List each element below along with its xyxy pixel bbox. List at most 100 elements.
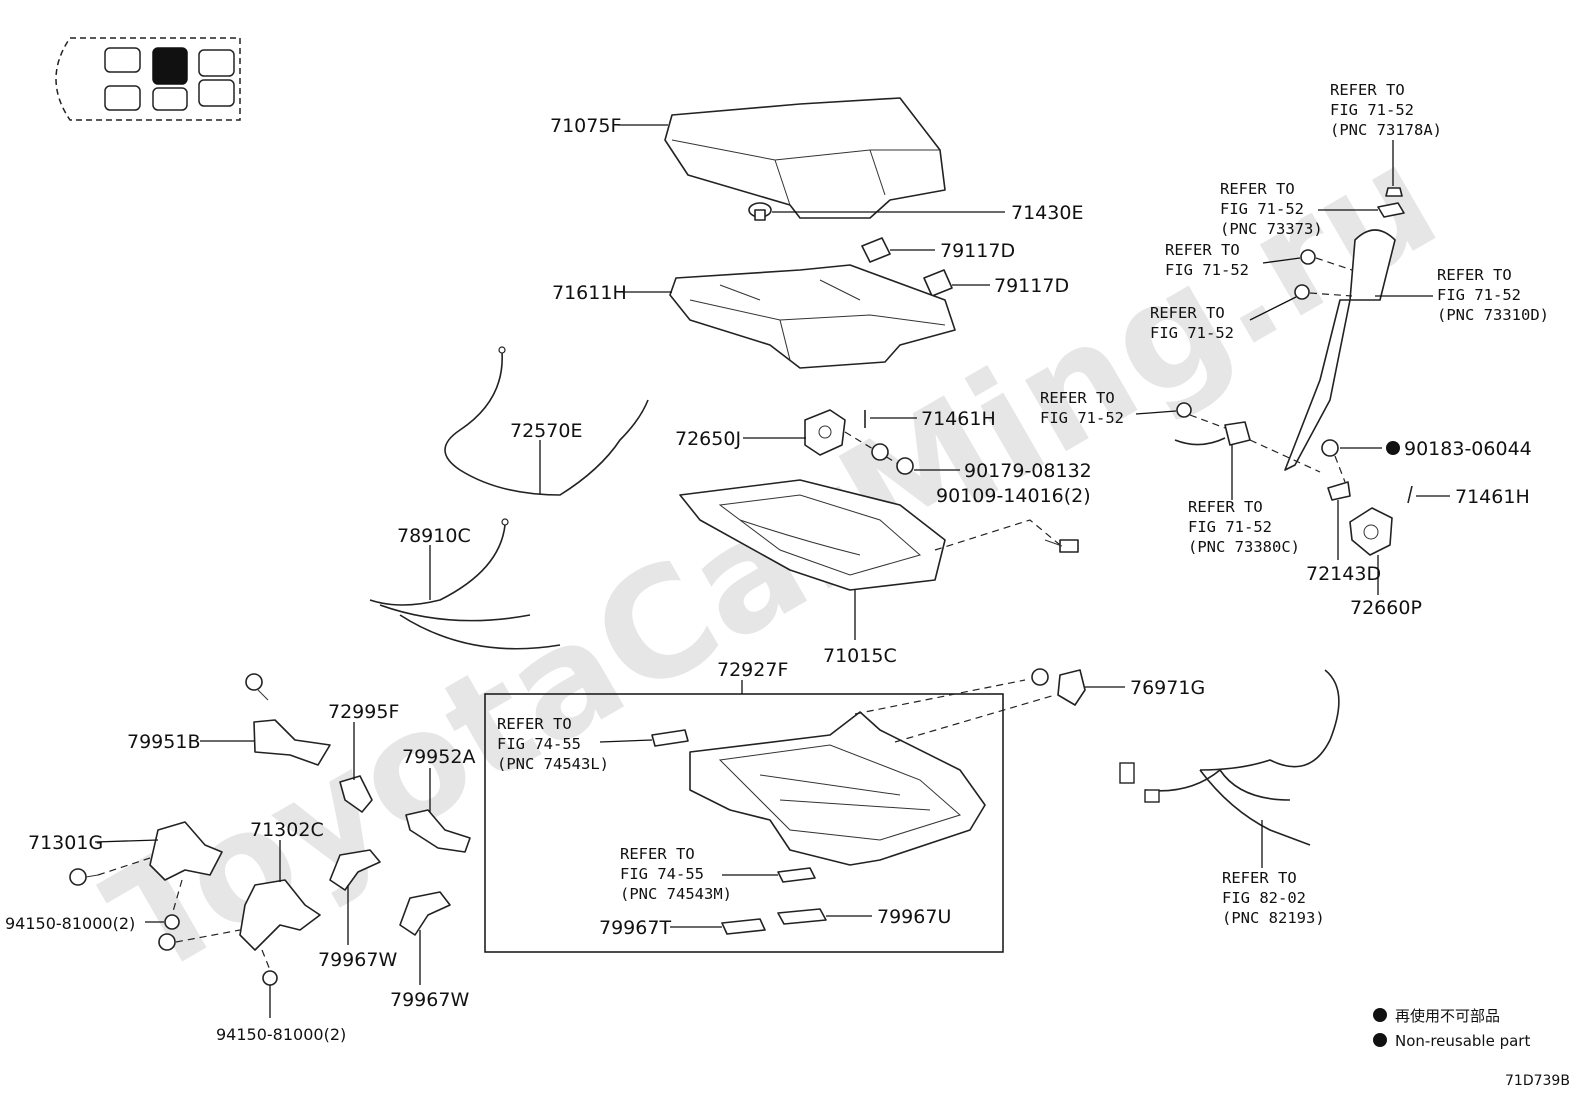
cover-79952A-part[interactable] — [405, 809, 471, 853]
cable-72570E-part[interactable] — [444, 346, 649, 496]
cover-79967W-a-part[interactable] — [329, 849, 381, 891]
label-72650J[interactable]: 72650J — [675, 428, 741, 450]
plate-73373-part[interactable] — [1377, 202, 1405, 218]
ref-71-52-c[interactable]: REFER TO FIG 71-52 — [1040, 389, 1124, 427]
label-71301G[interactable]: 71301G — [28, 832, 103, 854]
label-72570E[interactable]: 72570E — [510, 420, 582, 442]
label-79967W-b[interactable]: 79967W — [390, 989, 469, 1011]
bracket-71301G-part[interactable] — [149, 821, 223, 881]
legend-jp: 再使用不可部品 — [1395, 1007, 1500, 1025]
clip-73178A-part[interactable] — [1385, 187, 1403, 197]
label-79117D-a[interactable]: 79117D — [940, 240, 1015, 262]
pad-74543M-part[interactable] — [777, 867, 816, 883]
label-71461H-a[interactable]: 71461H — [921, 408, 996, 430]
ref-74543L[interactable]: REFER TO FIG 74-55 (PNC 74543L) — [497, 715, 609, 773]
dash-76971G-b — [894, 694, 1056, 743]
pad-79967T-part[interactable] — [721, 918, 766, 935]
pad-79117D-b-part[interactable] — [923, 269, 953, 297]
label-79967U[interactable]: 79967U — [877, 906, 951, 928]
label-72995F[interactable]: 72995F — [328, 701, 399, 723]
svg-text:FIG 71-52: FIG 71-52 — [1150, 324, 1234, 342]
bolt-71302C-part[interactable] — [158, 933, 176, 951]
label-71075F[interactable]: 71075F — [550, 115, 621, 137]
ref-71-52-b[interactable]: REFER TO FIG 71-52 — [1150, 304, 1234, 342]
svg-text:REFER TO: REFER TO — [1165, 241, 1240, 259]
label-71461H-b[interactable]: 71461H — [1455, 486, 1530, 508]
nut-90183-part[interactable] — [1321, 439, 1339, 457]
label-90179[interactable]: 90179-08132 — [964, 460, 1092, 482]
ref-74543M[interactable]: REFER TO FIG 74-55 (PNC 74543M) — [620, 845, 732, 903]
leader-74543L — [599, 739, 653, 743]
grommet-b-part[interactable] — [1294, 284, 1310, 300]
recliner-72660P-part[interactable] — [1349, 507, 1393, 556]
pad-79967U-part[interactable] — [777, 908, 827, 925]
ref-73380C[interactable]: REFER TO FIG 71-52 (PNC 73380C) — [1188, 498, 1300, 556]
bracket-79951B-part[interactable] — [253, 719, 331, 766]
legend-marker-en — [1373, 1033, 1387, 1047]
buckle-73380C-part[interactable] — [1174, 421, 1251, 446]
dash-76971G-a — [854, 679, 1026, 715]
svg-text:(PNC 73380C): (PNC 73380C) — [1188, 538, 1300, 556]
bracket-71302C-part[interactable] — [239, 879, 321, 951]
label-79117D-b[interactable]: 79117D — [994, 275, 1069, 297]
label-90183[interactable]: 90183-06044 — [1404, 438, 1532, 460]
grommet-a-part[interactable] — [1300, 249, 1316, 265]
dash-bolt-71302C — [175, 929, 241, 943]
seatbelt-anchor-part[interactable] — [1284, 229, 1396, 471]
dash-94150-a — [171, 879, 183, 916]
bolt-90109-part[interactable] — [1044, 539, 1079, 553]
svg-text:FIG 71-52: FIG 71-52 — [1437, 286, 1521, 304]
label-72927F[interactable]: 72927F — [717, 659, 788, 681]
label-79952A[interactable]: 79952A — [402, 746, 475, 768]
pad-74543L-part[interactable] — [651, 729, 689, 747]
spring-71461H-b-part[interactable] — [1407, 485, 1413, 504]
pad-79117D-a-part[interactable] — [861, 237, 891, 263]
harness-78910C-part[interactable] — [369, 518, 561, 650]
label-94150-b[interactable]: 94150-81000(2) — [216, 1025, 346, 1044]
grommet-c-part[interactable] — [1176, 402, 1192, 418]
svg-text:REFER TO: REFER TO — [1188, 498, 1263, 516]
recliner-72650J-part[interactable] — [804, 409, 846, 456]
nut-94150-b-part[interactable] — [262, 970, 278, 986]
bolt-76971G-part[interactable] — [1031, 668, 1049, 686]
label-90109[interactable]: 90109-14016(2) — [936, 485, 1091, 507]
seat-cover-part[interactable] — [664, 97, 946, 219]
ref-73310D[interactable]: REFER TO FIG 71-52 (PNC 73310D) — [1437, 266, 1549, 324]
label-79967T[interactable]: 79967T — [599, 917, 671, 939]
svg-text:(PNC 74543L): (PNC 74543L) — [497, 755, 609, 773]
clip-71430E-part[interactable] — [748, 202, 772, 221]
svg-text:REFER TO: REFER TO — [1220, 180, 1295, 198]
label-71611H[interactable]: 71611H — [552, 282, 627, 304]
svg-text:(PNC 82193): (PNC 82193) — [1222, 909, 1325, 927]
label-72143D[interactable]: 72143D — [1306, 563, 1381, 585]
cover-79967W-b-part[interactable] — [399, 891, 451, 936]
ref-71-52-a[interactable]: REFER TO FIG 71-52 — [1165, 241, 1249, 279]
leader-71-52-c — [1135, 410, 1177, 415]
label-79967W-a[interactable]: 79967W — [318, 949, 397, 971]
bolt-71301G-part[interactable] — [69, 868, 99, 886]
bolt-top-part[interactable] — [245, 673, 269, 701]
svg-text:REFER TO: REFER TO — [1040, 389, 1115, 407]
label-72660P[interactable]: 72660P — [1350, 597, 1422, 619]
svg-text:REFER TO: REFER TO — [1437, 266, 1512, 284]
tray-72927F-part[interactable] — [689, 711, 986, 866]
label-71302C[interactable]: 71302C — [250, 819, 324, 841]
washer-part[interactable] — [871, 443, 889, 461]
clip-76971G-part[interactable] — [1057, 669, 1086, 706]
ref-82193[interactable]: REFER TO FIG 82-02 (PNC 82193) — [1222, 869, 1325, 927]
bracket-72143D-part[interactable] — [1327, 481, 1351, 501]
seat-frame-71015C-part[interactable] — [679, 479, 946, 591]
label-76971G[interactable]: 76971G — [1130, 677, 1205, 699]
label-71430E[interactable]: 71430E — [1011, 202, 1083, 224]
ref-73178A[interactable]: REFER TO FIG 71-52 (PNC 73178A) — [1330, 81, 1442, 139]
nut-94150-a-part[interactable] — [164, 914, 180, 930]
ref-73373[interactable]: REFER TO FIG 71-52 (PNC 73373) — [1220, 180, 1323, 238]
label-78910C[interactable]: 78910C — [397, 525, 471, 547]
nut-90179-part[interactable] — [896, 457, 914, 475]
label-79951B[interactable]: 79951B — [127, 731, 200, 753]
cover-72995F-part[interactable] — [339, 775, 373, 813]
label-94150-a[interactable]: 94150-81000(2) — [5, 914, 135, 933]
label-71015C[interactable]: 71015C — [823, 645, 897, 667]
harness-82193-part[interactable] — [1119, 669, 1340, 846]
cushion-pad-71611H-part[interactable] — [669, 264, 956, 369]
